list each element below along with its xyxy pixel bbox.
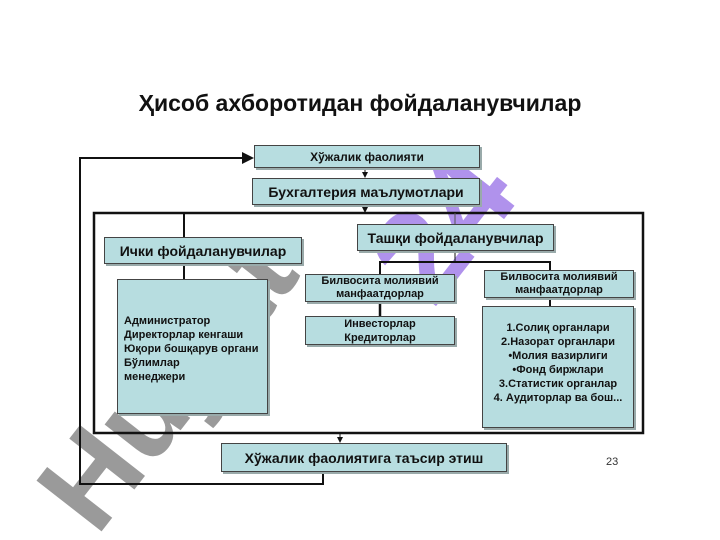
investors-box: Инвесторлар Кредиторлар (305, 316, 455, 345)
external-list-item: 2.Назорат органлари (501, 336, 615, 348)
external-list-item: 4. Аудиторлар ва бош... (493, 392, 623, 404)
direct-interest-box: Билвосита молиявий манфаатдорлар (305, 274, 455, 302)
internal-users-box: Ички фойдаланувчилар (104, 237, 302, 264)
investors-item: Инвесторлар (344, 317, 416, 330)
investors-item: Кредиторлар (344, 331, 416, 344)
internal-list-item: менеджери (124, 371, 186, 383)
business-activity-box: Хўжалик фаолияти (254, 145, 480, 168)
internal-users-list: Администратор Директорлар кенгаши Юқори … (117, 279, 268, 414)
page-number: 23 (606, 456, 619, 468)
impact-box: Хўжалик фаолиятига таъсир этиш (221, 443, 507, 472)
external-list-item: •Фонд биржлари (512, 364, 604, 376)
internal-list-item: Юқори бошқарув органи (124, 343, 259, 355)
external-list-item: 1.Солиқ органлари (506, 322, 610, 334)
external-users-list: 1.Солиқ органлари 2.Назорат органлари •М… (482, 306, 634, 428)
external-users-box: Ташқи фойдаланувчилар (357, 224, 554, 251)
external-list-item: •Молия вазирлиги (508, 350, 608, 362)
accounting-data-box: Бухгалтерия маълумотлари (252, 178, 480, 205)
slide-title: Ҳисоб ахборотидан фойдаланувчилар (138, 90, 582, 116)
internal-list-item: Администратор (124, 315, 211, 327)
internal-list-item: Директорлар кенгаши (124, 329, 244, 341)
internal-list-item: Бўлимлар (124, 357, 180, 369)
indirect-interest-box: Билвосита молиявий манфаатдорлар (484, 270, 634, 298)
external-list-item: 3.Статистик органлар (498, 378, 618, 390)
